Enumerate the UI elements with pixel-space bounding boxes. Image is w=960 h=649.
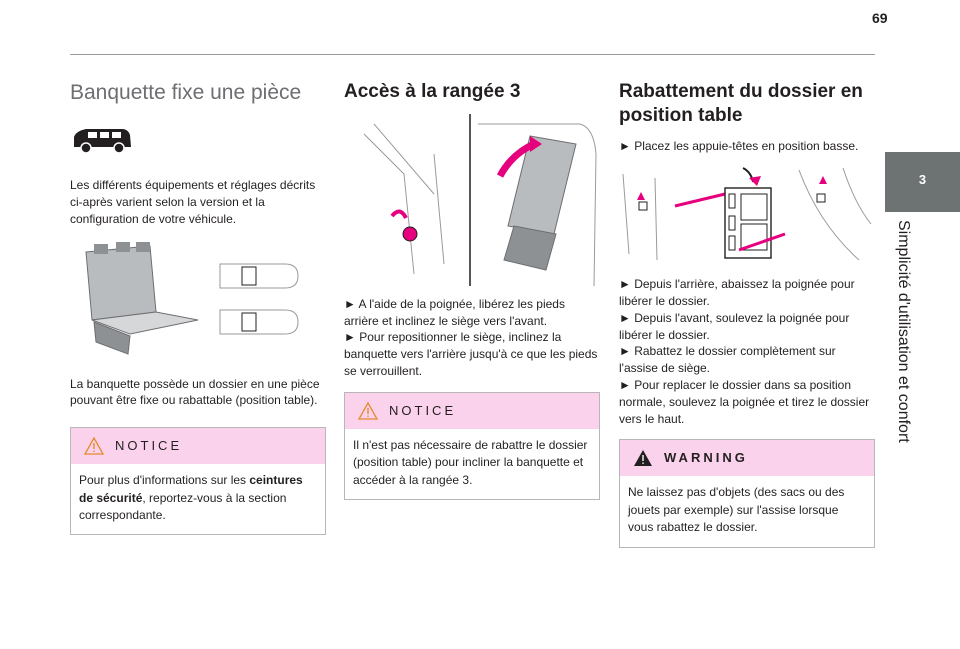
warning-triangle-icon bbox=[634, 450, 652, 467]
step-1: ► A l'aide de la poignée, libérez les pi… bbox=[344, 296, 565, 328]
notice-label: NOTICE bbox=[389, 402, 457, 418]
step-0: ► Placez les appuie-têtes en position ba… bbox=[619, 138, 859, 153]
step-4: ► Pour replacer le dossier dans sa posit… bbox=[619, 378, 870, 426]
step-3: ► Rabattez le dossier complètement sur l… bbox=[619, 344, 836, 376]
section-title: Banquette fixe une pièce bbox=[70, 81, 302, 104]
bench-seat-illustration bbox=[70, 241, 326, 362]
notice-header: NOTICE bbox=[71, 428, 325, 465]
warning-label: WARNING bbox=[664, 450, 748, 466]
notice-text-part: Pour plus d'informations sur les bbox=[79, 473, 250, 488]
intro-paragraph: Les différents équipements et réglages d… bbox=[70, 178, 316, 226]
chapter-number: 3 bbox=[918, 172, 927, 187]
step-2: ► Depuis l'avant, soulevez la poignée po… bbox=[619, 310, 850, 342]
notice-box: NOTICE Pour plus d'informations sur les … bbox=[70, 427, 326, 536]
table-position-illustration bbox=[619, 164, 875, 264]
notice-label: NOTICE bbox=[115, 438, 183, 454]
notice-text-part: , reportez-vous à la section corresponda… bbox=[79, 490, 287, 522]
seatbelt-link-text: ceintures de sécurité bbox=[79, 473, 303, 505]
top-rule bbox=[70, 54, 875, 55]
column-row-3-access: Accès à la rangée 3 ► A l'aide de la poi… bbox=[344, 80, 600, 500]
column-bench-seat: Banquette fixe une pièce Les différents … bbox=[70, 80, 326, 536]
chapter-title: Simplicité d'utilisation et confort bbox=[895, 220, 912, 443]
column-table-position: Rabattement du dossier en position table… bbox=[619, 80, 875, 548]
warning-text: Ne laissez pas d'objets (des sacs ou des… bbox=[628, 485, 845, 535]
van-icon bbox=[70, 123, 326, 161]
notice-text: Pour plus d'informations sur les ceintur… bbox=[71, 464, 325, 534]
notice-text: Il n'est pas nécessaire de rabattre le d… bbox=[353, 437, 588, 487]
warning-triangle-icon bbox=[357, 401, 379, 420]
row-3-access-illustration bbox=[344, 113, 600, 286]
body-paragraph: La banquette possède un dossier en une p… bbox=[70, 376, 320, 408]
page-number: 69 bbox=[872, 10, 888, 26]
warning-header: WARNING bbox=[620, 440, 874, 477]
warning-box: WARNING Ne laissez pas d'objets (des sac… bbox=[619, 439, 875, 548]
chapter-tab[interactable]: 3 bbox=[885, 152, 960, 212]
warning-triangle-icon bbox=[83, 436, 105, 455]
notice-header: NOTICE bbox=[345, 392, 599, 429]
step-2: ► Pour repositionner le siège, inclinez … bbox=[344, 330, 598, 378]
section-title: Accès à la rangée 3 bbox=[344, 81, 521, 102]
section-title: Rabattement du dossier en position table bbox=[619, 81, 863, 126]
step-1: ► Depuis l'arrière, abaissez la poignée … bbox=[619, 277, 855, 309]
notice-box: NOTICE Il n'est pas nécessaire de rabatt… bbox=[344, 391, 600, 500]
